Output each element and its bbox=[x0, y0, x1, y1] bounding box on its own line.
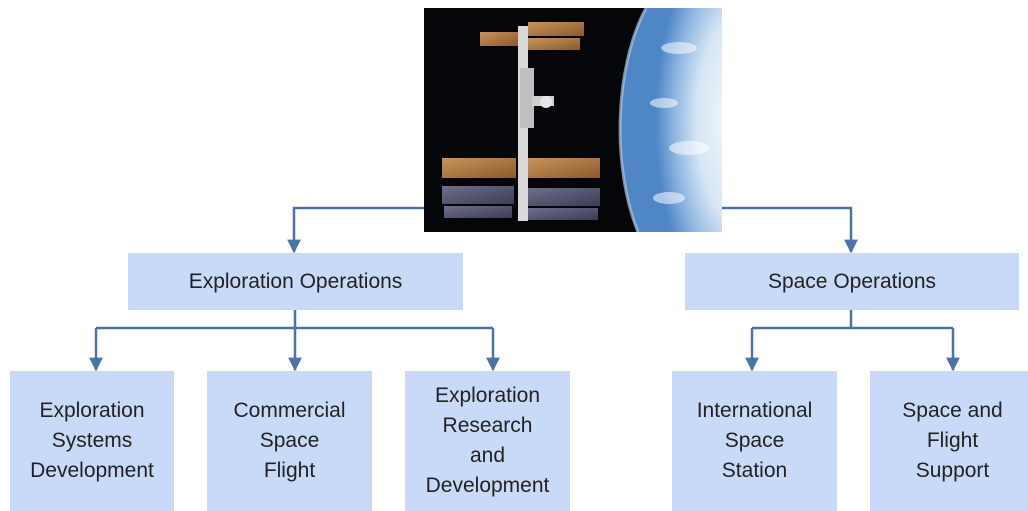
space-and-flight-support-box: Space and Flight Support bbox=[870, 371, 1028, 511]
exploration-operations-box: Exploration Operations bbox=[128, 253, 463, 310]
space-operations-box: Space Operations bbox=[685, 253, 1019, 310]
exploration-systems-development-label: Exploration Systems Development bbox=[30, 399, 154, 482]
commercial-space-flight-box: Commercial Space Flight bbox=[207, 371, 372, 511]
space-station-photo bbox=[424, 8, 722, 232]
commercial-space-flight-label: Commercial Space Flight bbox=[233, 399, 346, 482]
exploration-research-development-box: Exploration Research and Development bbox=[405, 371, 570, 511]
international-space-station-box: International Space Station bbox=[672, 371, 837, 511]
connector-root-to-space-operations bbox=[722, 206, 858, 254]
exploration-systems-development-box: Exploration Systems Development bbox=[10, 371, 174, 511]
connector-root-to-exploration-operations bbox=[287, 206, 424, 254]
exploration-operations-label: Exploration Operations bbox=[188, 269, 403, 293]
international-space-station-label: International Space Station bbox=[696, 399, 813, 482]
exploration-research-development-label: Exploration Research and Development bbox=[425, 384, 550, 497]
space-operations-label: Space Operations bbox=[767, 269, 937, 293]
space-and-flight-support-label: Space and Flight Support bbox=[902, 399, 1003, 482]
